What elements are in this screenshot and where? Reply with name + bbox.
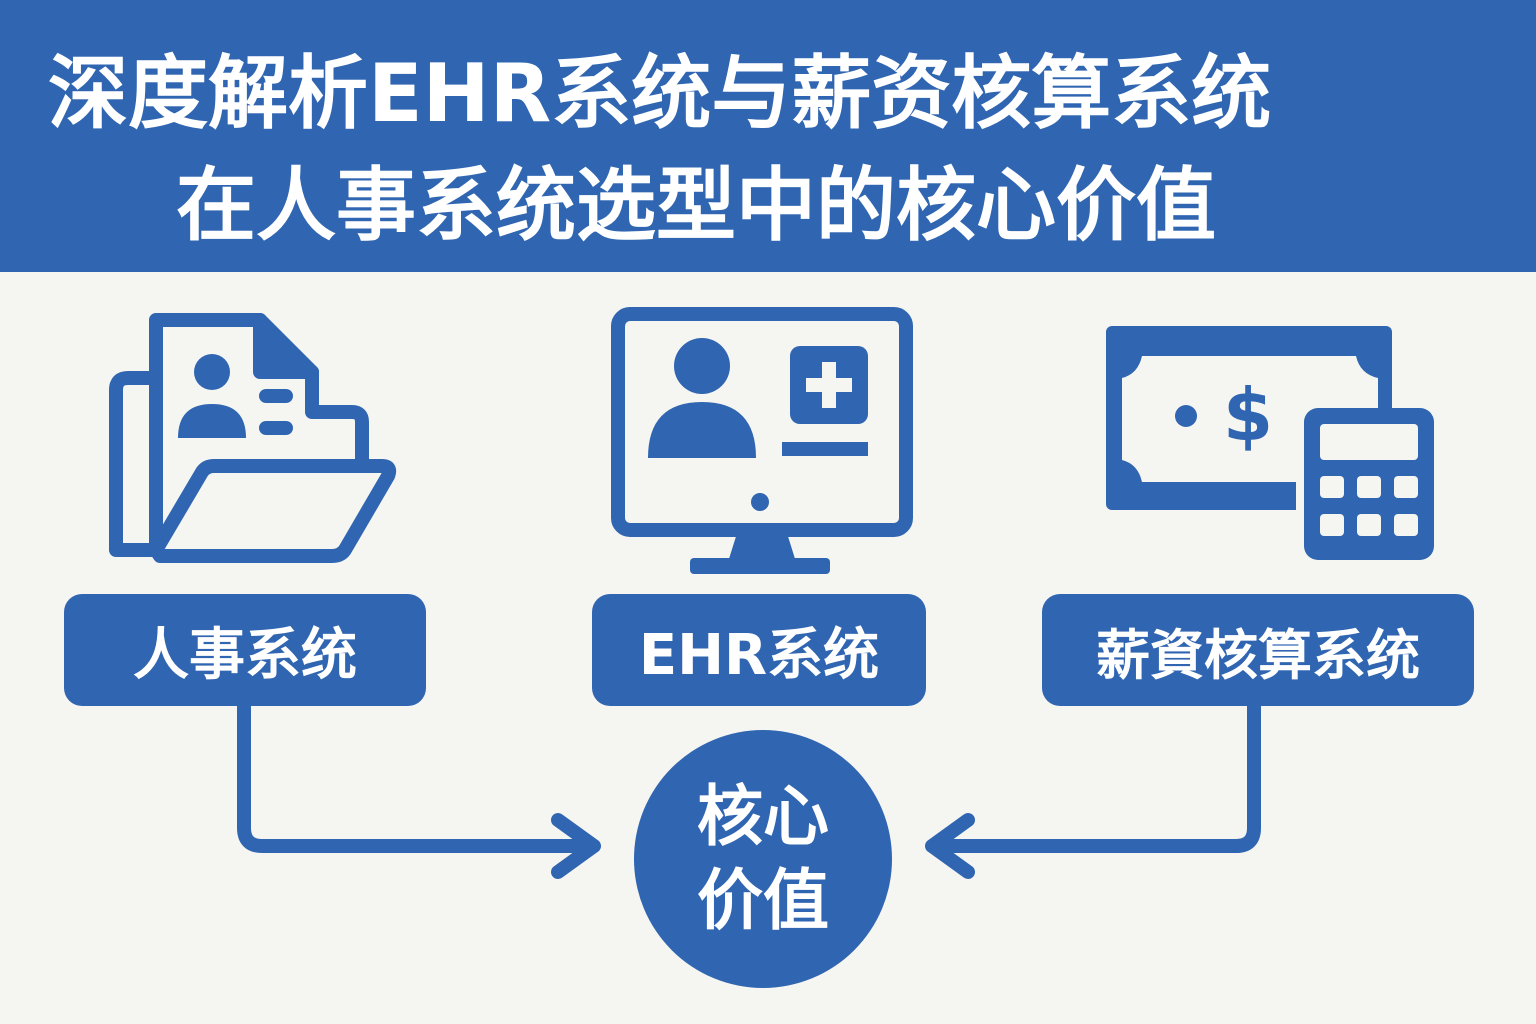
folder-document-icon bbox=[109, 313, 397, 563]
node-label-ehr-system: EHR系统 bbox=[592, 594, 926, 706]
arrow-left-to-core bbox=[237, 699, 601, 879]
arrow-right-to-core bbox=[925, 699, 1261, 879]
core-value-circle: 核心 价值 bbox=[634, 730, 892, 988]
node-label-hr-system: 人事系统 bbox=[64, 594, 426, 706]
page-title-line-1: 深度解析EHR系统与薪资核算系统 bbox=[48, 47, 1272, 140]
monitor-profile-icon bbox=[611, 307, 913, 574]
svg-text:$: $ bbox=[1223, 373, 1273, 457]
core-value-line-1: 核心 bbox=[697, 778, 829, 855]
node-label-payroll-system: 薪資核算系统 bbox=[1042, 594, 1474, 706]
core-value-line-2: 价值 bbox=[697, 862, 829, 939]
money-calculator-icon: $ bbox=[1106, 326, 1442, 568]
page-title-line-2: 在人事系统选型中的核心价值 bbox=[176, 159, 1216, 252]
title-banner: 深度解析EHR系统与薪资核算系统 在人事系统选型中的核心价值 bbox=[0, 0, 1536, 272]
